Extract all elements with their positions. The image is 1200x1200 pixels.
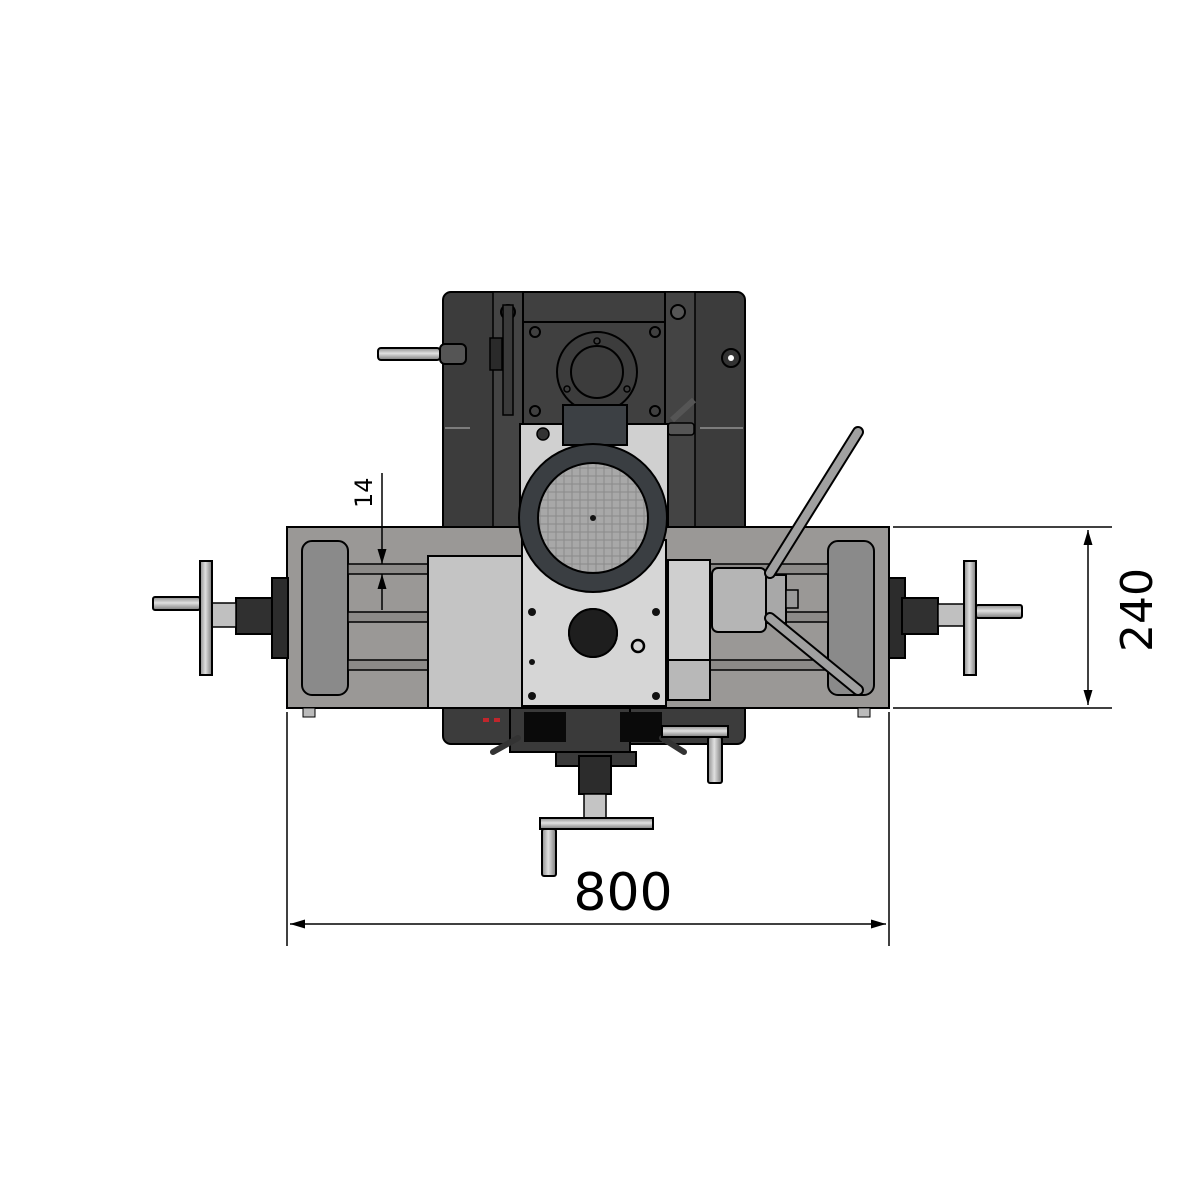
dimension-800: 800 <box>286 712 890 946</box>
column-lock-lever[interactable] <box>377 337 503 371</box>
spindle-body <box>667 559 799 701</box>
motor <box>518 443 668 593</box>
fine-feed-knob[interactable] <box>568 608 618 658</box>
y-axis-handwheel[interactable] <box>539 755 654 877</box>
dimension-240: 240 <box>893 526 1163 709</box>
motor-neck <box>562 404 628 446</box>
x-axis-handwheel-left[interactable] <box>152 560 289 676</box>
dimension-800-label: 800 <box>573 863 672 923</box>
quill-feed-lever[interactable] <box>764 426 864 696</box>
z-axis-handwheel[interactable] <box>661 725 729 784</box>
screw-icon <box>536 427 550 441</box>
rear-clamp-lever[interactable] <box>667 397 697 436</box>
x-axis-handwheel-right[interactable] <box>888 560 1023 676</box>
saddle <box>427 555 523 709</box>
dimension-14: 14 <box>350 473 387 610</box>
dimension-240-label: 240 <box>1112 568 1163 652</box>
dimension-14-label: 14 <box>350 477 378 508</box>
